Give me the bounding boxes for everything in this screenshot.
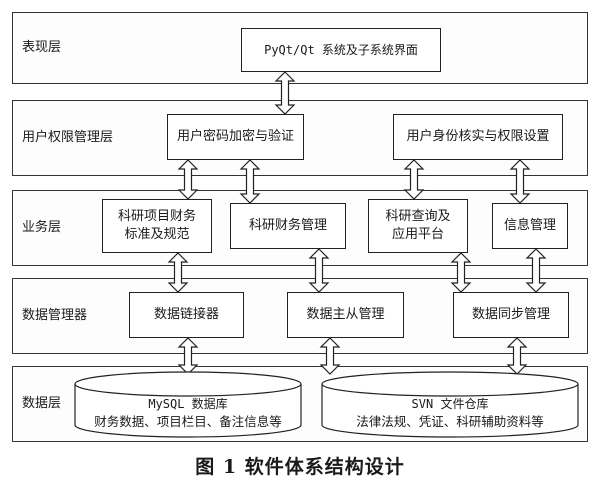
standards-box-line1: 科研项目财务: [117, 209, 196, 224]
ui-box: PyQt/Qt 系统及子系统界面: [241, 28, 441, 72]
mysql-cylinder: [74, 371, 302, 438]
sync-box-label: 数据同步管理: [471, 307, 550, 322]
info-to-sync-arrow: [525, 248, 547, 293]
master-slave-box: 数据主从管理: [287, 292, 404, 338]
svn-cylinder: [321, 371, 579, 438]
standards-box-line2: 标准及规范: [124, 227, 190, 242]
svn-repository: SVN 文件仓库 法律法规、凭证、科研辅助资料等: [322, 392, 578, 434]
connector-to-mysql-arrow: [177, 337, 199, 375]
presentation-layer-label: 表现层: [22, 40, 62, 55]
info-box: 信息管理: [492, 203, 568, 249]
figure-caption: 图 1 软件体系结构设计: [195, 456, 405, 478]
presentation-to-permission-arrow: [274, 71, 296, 115]
query-box: 科研查询及 应用平台: [368, 199, 468, 253]
data-layer-label: 数据层: [22, 396, 62, 411]
data-manager-layer-label: 数据管理器: [22, 308, 88, 323]
business-layer-label: 业务层: [22, 220, 62, 235]
query-to-sync-arrow: [450, 252, 472, 293]
standards-box: 科研项目财务 标准及规范: [102, 199, 212, 253]
identity-to-info-arrow: [509, 159, 531, 204]
connector-box-label: 数据链接器: [153, 307, 219, 322]
connector-box: 数据链接器: [129, 292, 244, 338]
master-slave-box-label: 数据主从管理: [306, 307, 385, 322]
password-to-finance-arrow: [239, 159, 261, 204]
query-box-line1: 科研查询及: [385, 209, 451, 224]
identity-to-query-arrow: [403, 159, 425, 200]
finance-to-master-slave-arrow: [308, 248, 330, 293]
password-box-label: 用户密码加密与验证: [176, 129, 294, 144]
password-box: 用户密码加密与验证: [167, 114, 304, 160]
info-box-label: 信息管理: [503, 218, 556, 233]
svn-subtitle: 法律法规、凭证、科研辅助资料等: [356, 414, 544, 429]
finance-box: 科研财务管理: [230, 203, 346, 249]
identity-box: 用户身份核实与权限设置: [393, 114, 563, 160]
master-slave-to-mysql-arrow: [319, 337, 341, 375]
password-to-standards-arrow: [177, 159, 199, 200]
finance-box-label: 科研财务管理: [248, 218, 327, 233]
sync-box: 数据同步管理: [453, 292, 569, 338]
mysql-database: MySQL 数据库 财务数据、项目栏目、备注信息等: [75, 392, 301, 434]
mysql-subtitle: 财务数据、项目栏目、备注信息等: [94, 414, 282, 429]
svn-title: SVN 文件仓库: [411, 397, 489, 411]
ui-box-label: PyQt/Qt 系统及子系统界面: [264, 43, 418, 57]
user-permission-layer-label: 用户权限管理层: [22, 130, 114, 145]
query-box-line2: 应用平台: [391, 227, 444, 242]
mysql-title: MySQL 数据库: [148, 397, 228, 411]
sync-to-svn-arrow: [506, 337, 528, 375]
standards-to-connector-arrow: [167, 252, 189, 293]
identity-box-label: 用户身份核实与权限设置: [406, 129, 550, 144]
